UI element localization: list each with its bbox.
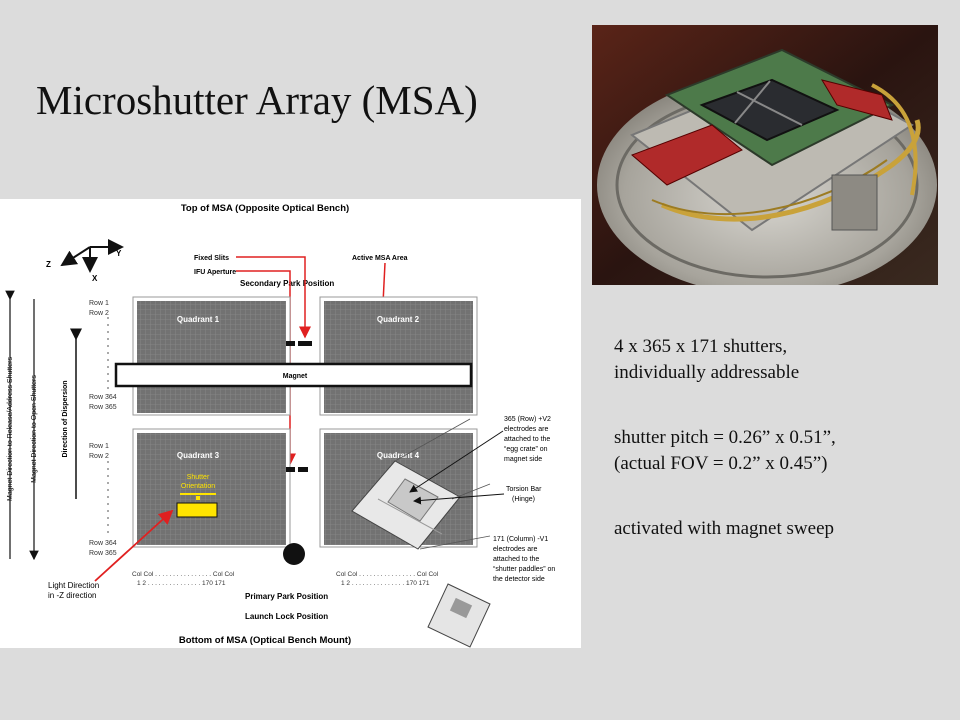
quadrant-4-label: Quadrant 4: [377, 451, 420, 460]
axis-triad: Y Z X: [46, 239, 124, 283]
quadrant-3-label: Quadrant 3: [177, 451, 220, 460]
direction-of-dispersion-label: Direction of Dispersion: [62, 380, 69, 457]
magnet-bar: [114, 362, 473, 388]
note-col-2: electrodes are: [493, 546, 537, 553]
light-direction-label-1: Light Direction: [48, 581, 99, 590]
row-label-1-bottom: Row 1: [89, 443, 109, 450]
col-labels-left-1: Col Col . . . . . . . . . . . . . . . . …: [132, 571, 235, 578]
quadrant-1: [137, 301, 286, 413]
quadrant-2: [324, 301, 473, 413]
col-labels-left-2: 1 2 . . . . . . . . . . . . . . . 170 17…: [137, 580, 226, 587]
axis-z-label: Z: [46, 260, 51, 269]
row-label-365-bottom: Row 365: [89, 550, 117, 557]
quadrant-1-label: Quadrant 1: [177, 315, 220, 324]
ifu-aperture-label: IFU Aperture: [194, 269, 236, 276]
row-label-365-top: Row 365: [89, 404, 117, 411]
slide-title: Microshutter Array (MSA): [36, 77, 478, 123]
torsion-bar-label-1: Torsion Bar: [506, 486, 542, 493]
note-col-5: the detector side: [493, 576, 545, 583]
magnet-park-position: [283, 543, 305, 565]
magnet-direction-open-label: Magnet Direction to Open Shutters: [31, 375, 38, 483]
shutter-orientation-label-2: Orientation: [181, 483, 215, 490]
quadrant-3: [137, 433, 286, 545]
note-row-2: electrodes are: [504, 426, 548, 433]
bullet-shutter-count: 4 x 365 x 171 shutters, individually add…: [614, 336, 800, 383]
active-area-label: Active MSA Area: [352, 255, 408, 262]
fixed-slits-label: Fixed Slits: [194, 255, 229, 262]
row-label-364-top: Row 364: [89, 394, 117, 401]
primary-park-label: Primary Park Position: [245, 592, 328, 601]
axis-x-label: X: [92, 274, 98, 283]
note-col-3: attached to the: [493, 556, 539, 563]
row-label-1-top: Row 1: [89, 300, 109, 307]
row-label-364-bottom: Row 364: [89, 540, 117, 547]
secondary-park-label: Secondary Park Position: [240, 279, 334, 288]
diagram-top-label: Top of MSA (Opposite Optical Bench): [181, 203, 349, 214]
row-label-2-bottom: Row 2: [89, 453, 109, 460]
bullet-list: 4 x 365 x 171 shutters, individually add…: [614, 334, 954, 581]
magnet-label: Magnet: [283, 373, 308, 380]
note-col-4: “shutter paddles” on: [493, 566, 555, 573]
shutter-orientation-icon: [176, 502, 218, 518]
axis-y-label: Y: [116, 249, 122, 258]
note-row-5: magnet side: [504, 456, 542, 463]
note-row-4: “egg crate” on: [504, 446, 548, 453]
light-direction-label-2: in -Z direction: [48, 591, 96, 600]
bullet-shutter-pitch: shutter pitch = 0.26” x 0.51”, (actual F…: [614, 427, 836, 474]
torsion-bar-label-2: (Hinge): [512, 496, 535, 503]
magnet-direction-release-label: Magnet Direction to Release/Address Shut…: [7, 357, 14, 501]
msa-diagram: Top of MSA (Opposite Optical Bench) Bott…: [0, 199, 581, 648]
diagram-bottom-label: Bottom of MSA (Optical Bench Mount): [179, 635, 351, 646]
shutter-closeup-lower: [427, 583, 491, 648]
quadrant-2-label: Quadrant 2: [377, 315, 420, 324]
launch-lock-label: Launch Lock Position: [245, 612, 328, 621]
col-labels-right-1: Col Col . . . . . . . . . . . . . . . . …: [336, 571, 439, 578]
bullet-magnet-sweep: activated with magnet sweep: [614, 518, 835, 539]
shutter-orientation-label-1: Shutter: [187, 474, 210, 481]
note-col-1: 171 (Column) -V1: [493, 536, 548, 543]
note-row-1: 365 (Row) +V2: [504, 416, 551, 423]
note-row-3: attached to the: [504, 436, 550, 443]
row-label-2-top: Row 2: [89, 310, 109, 317]
msa-photo: [592, 25, 938, 285]
col-labels-right-2: 1 2 . . . . . . . . . . . . . . . 170 17…: [341, 580, 430, 587]
